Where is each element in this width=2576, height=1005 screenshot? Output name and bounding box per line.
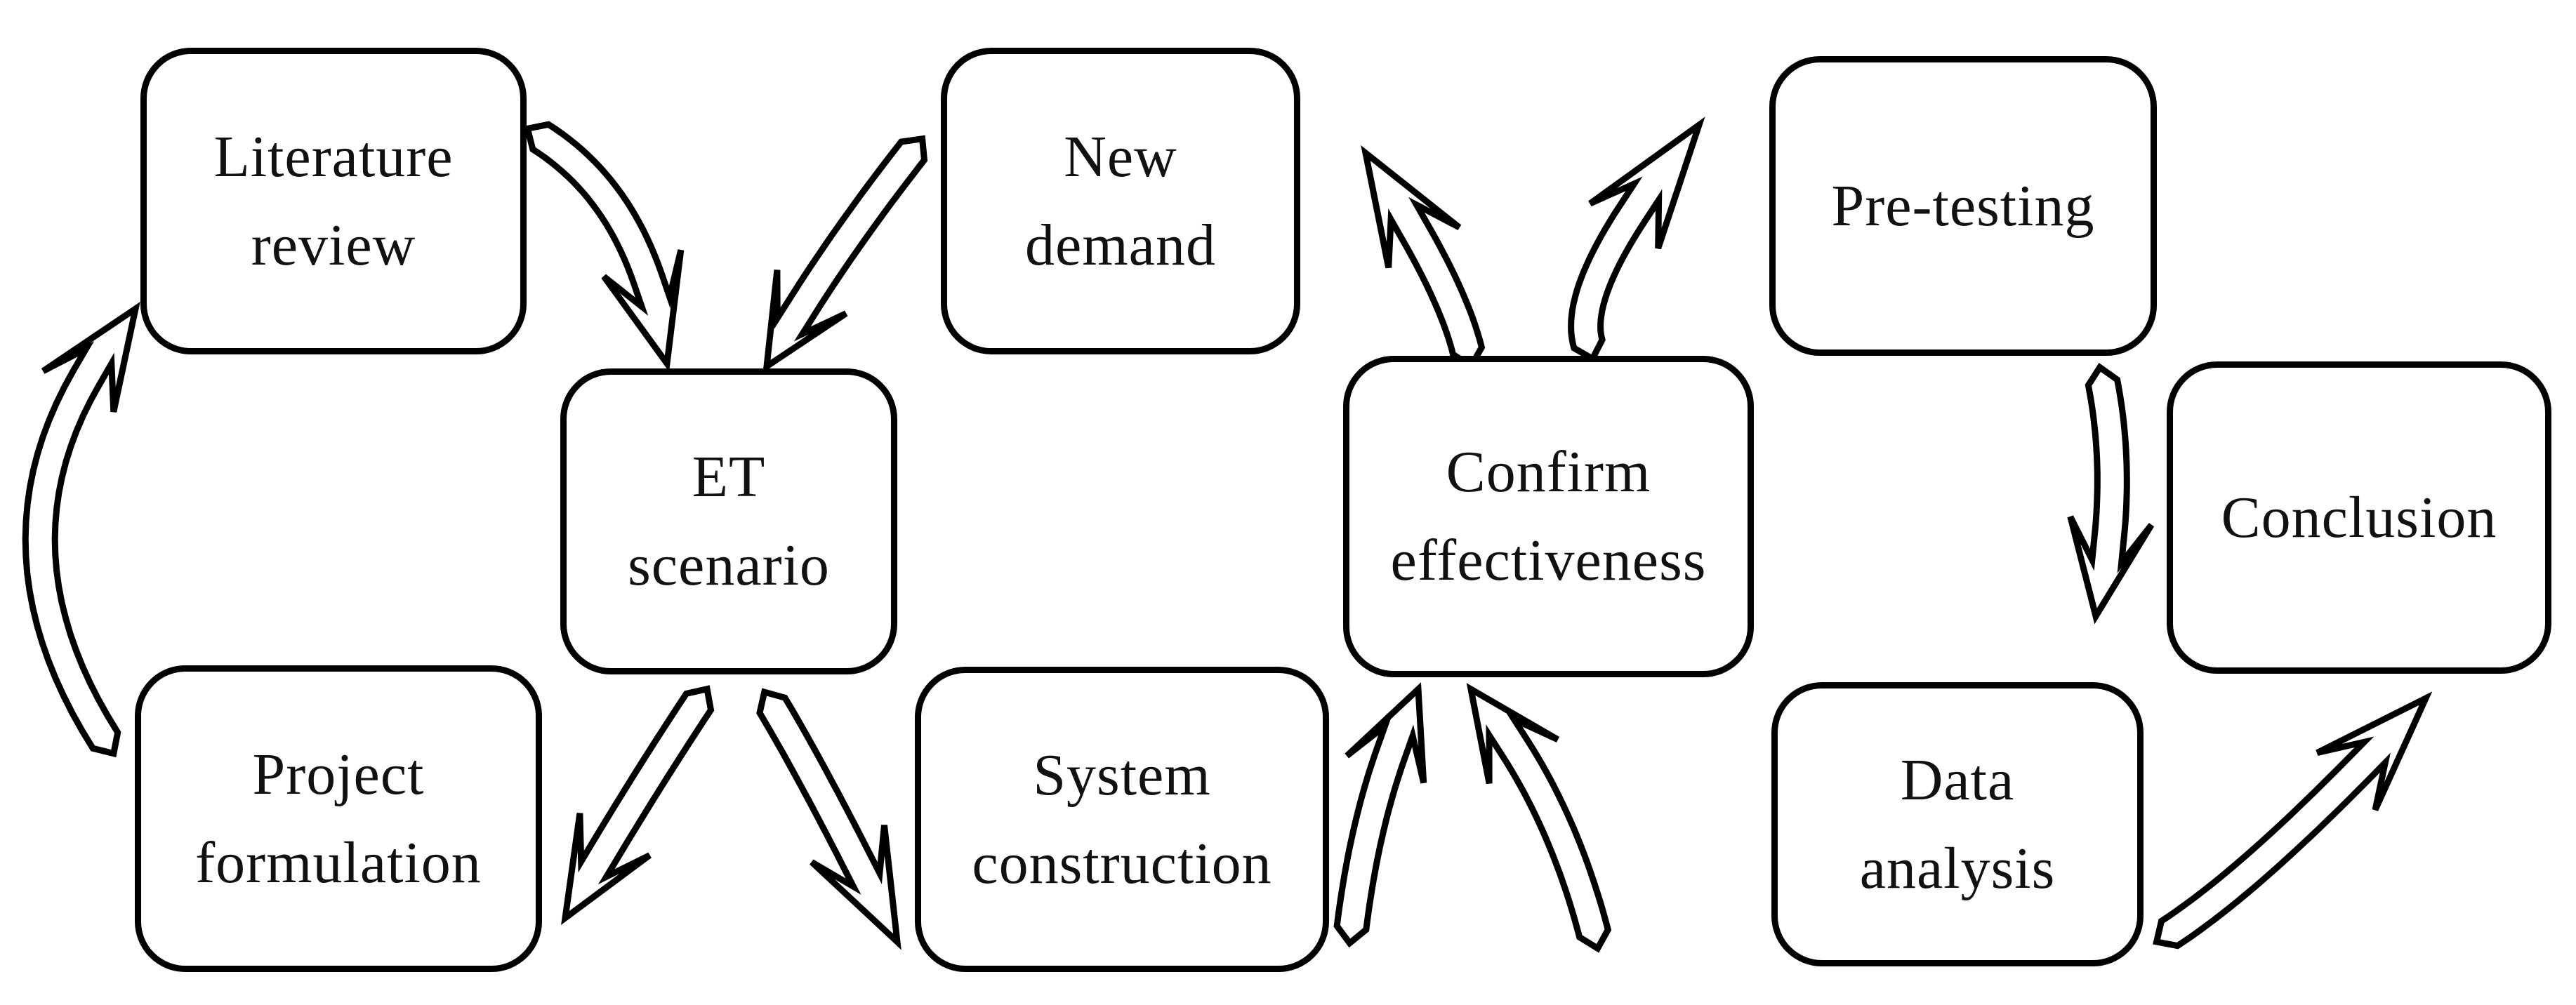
node-label: Literature review: [213, 124, 454, 278]
node-data-analysis: Data analysis: [1771, 682, 2144, 966]
arrow-pre-testing-to-data-analysis: [2067, 362, 2155, 625]
node-conclusion: Conclusion: [2167, 361, 2551, 674]
node-et-scenario: ET scenario: [560, 368, 897, 674]
node-label: Project formulation: [195, 741, 482, 896]
arrow-new-demand-to-et-scenario: [762, 135, 928, 373]
node-project-formulation: Project formulation: [135, 665, 542, 972]
node-new-demand: New demand: [941, 48, 1300, 354]
arrow-project-formulation-to-literature-review: [22, 302, 140, 758]
node-label: Conclusion: [2221, 484, 2497, 550]
arrow-confirm-effectiveness-to-pre-testing: [1568, 117, 1705, 364]
node-confirm-effectiveness: Confirm effectiveness: [1343, 356, 1754, 677]
arrow-data-analysis-to-conclusion: [2153, 691, 2433, 950]
node-label: System construction: [972, 742, 1272, 896]
arrow-confirm-effectiveness-to-new-demand: [1361, 145, 1486, 371]
node-system-construction: System construction: [915, 667, 1329, 972]
node-pre-testing: Pre-testing: [1769, 56, 2157, 356]
arrow-data-analysis-to-confirm-effectiveness: [1466, 683, 1612, 953]
arrow-system-construction-to-confirm-effectiveness: [1333, 682, 1427, 948]
node-label: ET scenario: [628, 444, 830, 598]
node-label: Data analysis: [1859, 747, 2056, 901]
arrow-et-scenario-to-system-construction: [756, 688, 901, 950]
node-label: Pre-testing: [1831, 173, 2095, 239]
node-label: New demand: [1025, 124, 1216, 278]
arrow-et-scenario-to-project-formulation: [561, 685, 715, 926]
arrow-literature-review-to-et-scenario: [523, 121, 685, 372]
node-literature-review: Literature review: [140, 48, 527, 354]
node-label: Confirm effectiveness: [1390, 439, 1707, 593]
